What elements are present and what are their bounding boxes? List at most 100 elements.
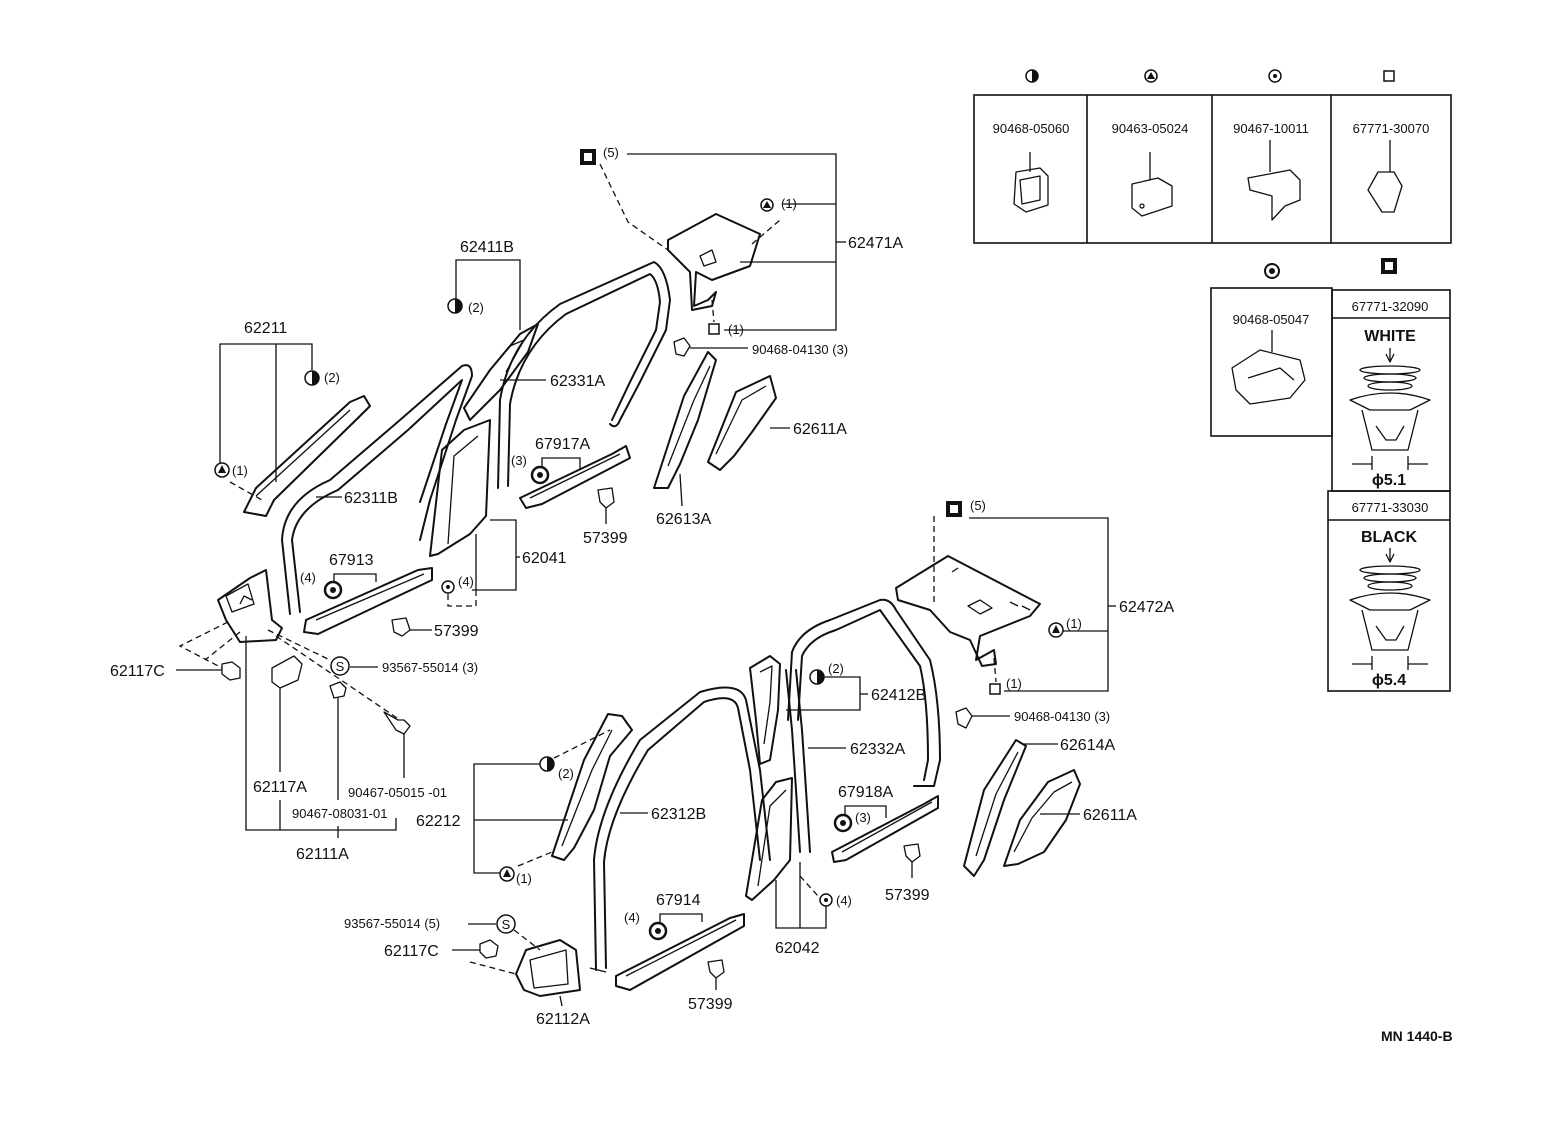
part-57399: 57399 <box>583 530 628 547</box>
triangle-icon <box>214 462 230 478</box>
clip-drawing-4 <box>1367 140 1403 213</box>
group-57399-b: 57399 <box>391 617 479 640</box>
part-93567-55014: 93567-55014 (5) <box>344 916 440 931</box>
filled-square-icon <box>1381 258 1397 274</box>
push-clip-black-drawing <box>1349 548 1431 670</box>
part-90467-05015-01: 90467-05015 -01 <box>348 785 447 800</box>
part-90468-04130: 90468-04130 (3) <box>752 342 848 357</box>
qty-2: (2) <box>828 661 844 676</box>
clip-drawing-3 <box>1247 140 1301 221</box>
clip-drawing-1 <box>1013 152 1049 213</box>
part-62117C: 62117C <box>384 943 439 960</box>
part-62411B: 62411B <box>460 239 514 256</box>
clip-white-part: 67771-32090 <box>1352 299 1429 314</box>
group-62331A: 62331A <box>497 261 671 489</box>
legend-clips: 67771-32090 WHITE ϕ5.1 67771-33030 BLACK… <box>1327 258 1451 692</box>
part-62111A: 62111A <box>296 846 349 863</box>
part-62472A: 62472A <box>1119 599 1174 616</box>
part-62332A: 62332A <box>850 741 905 758</box>
s-circle-icon: S <box>330 656 350 676</box>
qty-4: (4) <box>624 910 640 925</box>
filled-square-icon <box>580 149 596 165</box>
qty-5: (5) <box>603 145 619 160</box>
legend-mid: 90468-05047 <box>1210 263 1333 437</box>
part-62611A: 62611A <box>1083 807 1137 824</box>
group-67918A: 67918A (3) <box>831 784 939 863</box>
group-62332A: 62332A <box>785 669 905 853</box>
qty-2: (2) <box>558 766 574 781</box>
group-62312B: 62312B <box>589 686 771 973</box>
part-62312B: 62312B <box>651 806 706 823</box>
triangle-icon <box>760 198 774 212</box>
group-62212: (2) 62212 (1) <box>416 713 633 886</box>
triangle-icon <box>1144 69 1158 83</box>
group-67913: 67913 (4) <box>300 552 433 635</box>
group-62471A: (5) 62471A (1) (1) <box>580 145 903 337</box>
group-62211: 62211 (2) (1) <box>214 320 371 517</box>
legend-part-5: 90468-05047 <box>1233 312 1310 327</box>
group-90468-04130-upper: 90468-04130 (3) <box>673 337 848 357</box>
qty-1: (1) <box>232 463 248 478</box>
qty-2: (2) <box>468 300 484 315</box>
clip-black-dim: ϕ5.4 <box>1372 672 1406 689</box>
triangle-icon <box>1048 622 1064 638</box>
square-icon <box>1383 70 1395 82</box>
legend-part-4: 67771-30070 <box>1353 121 1430 136</box>
square-icon <box>708 323 720 335</box>
legend-part-2: 90463-05024 <box>1112 121 1189 136</box>
legend-part-1: 90468-05060 <box>993 121 1070 136</box>
ring-icon <box>323 580 343 600</box>
qty-1: (1) <box>1066 616 1082 631</box>
part-57399: 57399 <box>434 623 479 640</box>
qty-3: (3) <box>855 810 871 825</box>
part-62412B: 62412B <box>871 687 926 704</box>
half-circle-icon <box>304 370 320 386</box>
part-67917A: 67917A <box>535 436 590 453</box>
group-62042: 62042 (4) <box>745 777 852 957</box>
clip-white-label: WHITE <box>1364 328 1416 345</box>
clip-white-dim: ϕ5.1 <box>1372 472 1406 489</box>
part-90467-08031-01: 90467-08031-01 <box>292 806 387 821</box>
group-57399-a: 57399 <box>583 487 628 547</box>
dot-circle-icon <box>1268 69 1282 83</box>
svg-text:S: S <box>502 917 511 932</box>
part-62042: 62042 <box>775 940 820 957</box>
diagram-id: MN 1440-B <box>1381 1028 1453 1044</box>
part-62212: 62212 <box>416 813 461 830</box>
half-circle-icon <box>1025 69 1039 83</box>
qty-1: (1) <box>516 871 532 886</box>
part-62331A: 62331A <box>550 373 605 390</box>
part-93567-55014: 93567-55014 (3) <box>382 660 478 675</box>
qty-4: (4) <box>300 570 316 585</box>
part-67914: 67914 <box>656 892 701 909</box>
clip-black-label: BLACK <box>1361 529 1417 546</box>
clip-drawing-5 <box>1231 330 1306 405</box>
part-57399: 57399 <box>688 996 733 1013</box>
part-67918A: 67918A <box>838 784 893 801</box>
qty-4: (4) <box>836 893 852 908</box>
part-62211: 62211 <box>244 320 287 337</box>
part-62614A: 62614A <box>1060 737 1115 754</box>
part-62117A: 62117A <box>253 779 307 796</box>
part-62613A: 62613A <box>656 511 711 528</box>
filled-square-icon <box>946 501 962 517</box>
qty-1: (1) <box>781 196 797 211</box>
square-icon <box>989 683 1001 695</box>
group-62614A: 62614A <box>963 737 1115 877</box>
ring-icon <box>648 921 668 941</box>
clip-drawing-2 <box>1131 152 1173 217</box>
part-62611A: 62611A <box>793 421 847 438</box>
group-62613A: 62613A <box>653 351 717 528</box>
part-62112A: 62112A <box>536 1011 590 1028</box>
dot-circle-icon <box>441 580 455 594</box>
group-62311B: 62311B <box>281 364 473 615</box>
half-circle-icon <box>809 669 825 685</box>
group-62112A: S 93567-55014 (5) 62117C 62112A <box>344 914 590 1028</box>
part-62471A: 62471A <box>848 235 903 252</box>
half-circle-icon <box>539 756 555 772</box>
group-rear-opening-strip <box>787 598 941 787</box>
qty-4: (4) <box>458 574 474 589</box>
group-90468-04130-lower: 90468-04130 (3) <box>955 707 1110 729</box>
group-57399-c: 57399 <box>885 843 930 904</box>
